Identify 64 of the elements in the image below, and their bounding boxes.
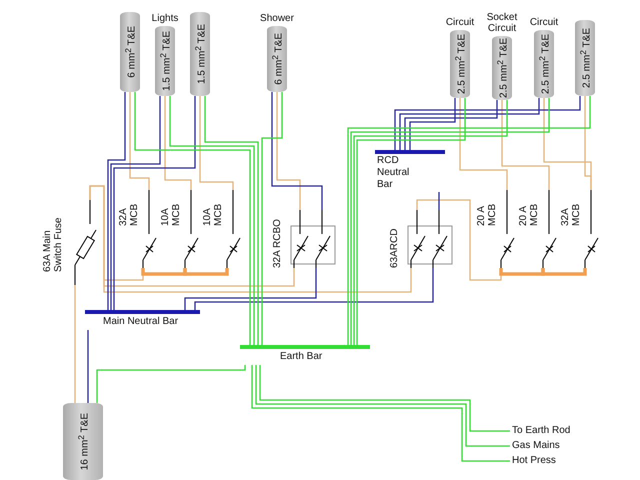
- wire: [438, 192, 440, 210]
- breaker-rating-label: 32A RCBO: [272, 218, 283, 268]
- wire: [194, 268, 434, 310]
- wire: [347, 96, 591, 345]
- circuit-label: Circuit: [444, 17, 476, 28]
- wire: [416, 199, 502, 281]
- breaker-rating-label: 32A MCB: [560, 202, 582, 226]
- wire: [96, 365, 246, 403]
- wire: [501, 100, 550, 190]
- fuse-label: 63A Main Switch Fuse: [42, 216, 64, 272]
- wire: [399, 98, 540, 150]
- wire: [356, 98, 466, 345]
- cable: [120, 12, 140, 92]
- circuit-label: Circuit: [528, 17, 560, 28]
- destination-label: Hot Press: [510, 454, 600, 468]
- wire: [251, 365, 510, 462]
- cable: [534, 30, 554, 98]
- wire: [404, 100, 498, 150]
- breaker-rating-label: 20 A MCB: [518, 202, 540, 226]
- wire: [353, 100, 508, 345]
- bar-label: Earth Bar: [280, 351, 322, 363]
- circuit-label: Lights: [150, 13, 180, 24]
- wire: [164, 96, 192, 190]
- cable: [267, 26, 287, 92]
- wire: [184, 268, 317, 310]
- wire: [169, 96, 255, 345]
- bar-label: RCD Neutral Bar: [377, 155, 410, 191]
- cable: [575, 20, 595, 96]
- wire: [350, 98, 550, 345]
- wire: [409, 98, 456, 150]
- wire: [271, 92, 323, 210]
- breaker-rating-label: 32A MCB: [118, 202, 140, 226]
- cable: [63, 403, 103, 480]
- destination-label: To Earth Rod: [510, 424, 600, 438]
- cable: [155, 26, 175, 96]
- wire: [259, 365, 510, 432]
- cable: [450, 30, 470, 98]
- wire: [74, 285, 76, 403]
- breaker-rating-label: 10A MCB: [202, 202, 224, 226]
- wire: [199, 96, 234, 190]
- bar-label: Main Neutral Bar: [103, 316, 178, 328]
- wire: [204, 96, 259, 345]
- wire: [129, 92, 150, 190]
- busbar: [541, 268, 587, 276]
- wire: [255, 365, 510, 447]
- destination-label: Gas Mains: [510, 439, 600, 453]
- breaker-rating-label: 10A MCB: [160, 202, 182, 226]
- wire: [394, 96, 581, 150]
- cable: [190, 12, 210, 96]
- wire: [459, 98, 508, 190]
- wire: [89, 185, 412, 293]
- circuit-label: Shower: [259, 13, 295, 24]
- wire: [87, 330, 89, 403]
- wire: [107, 92, 126, 310]
- wire: [261, 92, 283, 345]
- wire: [110, 96, 161, 310]
- breaker-rating-label: 20 A MCB: [476, 202, 498, 226]
- circuit-label: Socket Circuit: [486, 12, 518, 34]
- breaker-rating-label: 63ARCD: [389, 228, 400, 268]
- wire: [584, 96, 592, 190]
- wire: [113, 96, 196, 310]
- wire: [134, 92, 251, 345]
- wire: [276, 92, 301, 210]
- busbar: [183, 268, 229, 276]
